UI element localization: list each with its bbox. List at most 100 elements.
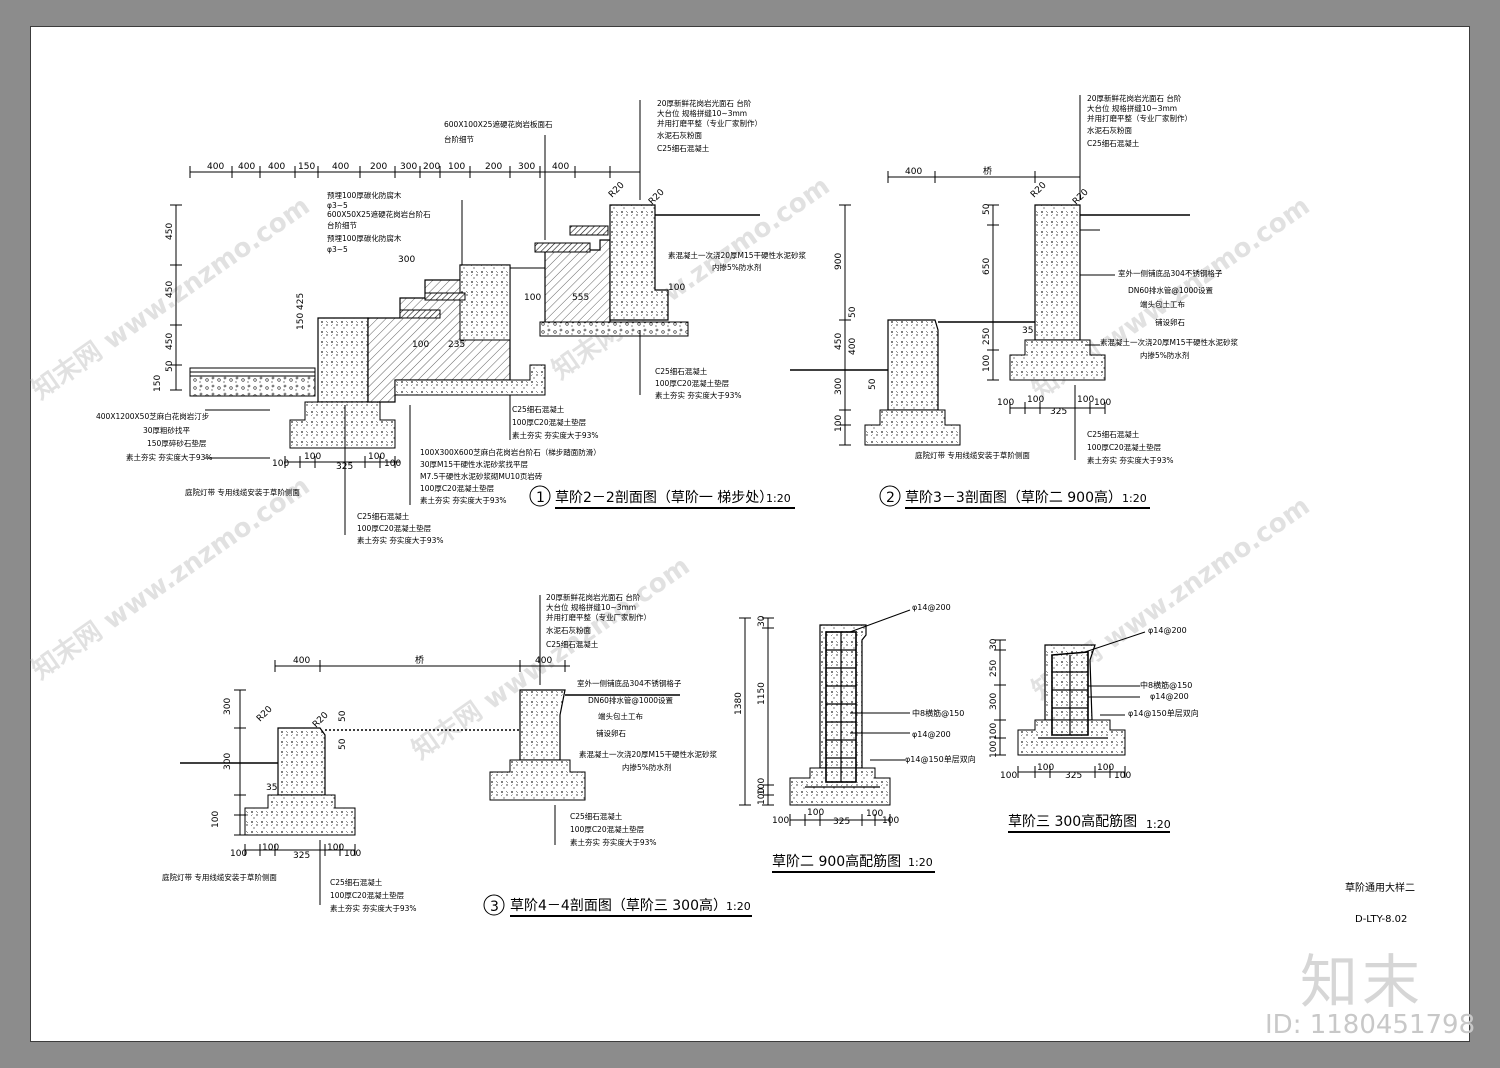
dim-label: 300 <box>518 162 535 172</box>
dim-label: 325 <box>833 817 850 827</box>
dim-label: 325 <box>1065 771 1082 781</box>
dim-label: 100 <box>757 778 767 795</box>
dim-label: 100 <box>1077 395 1094 405</box>
dim-label: 100 <box>344 849 361 859</box>
note-text: 内掺5%防水剂 <box>1140 350 1189 360</box>
dim-label: 425 <box>296 293 306 310</box>
dim-label: R20 <box>311 710 331 730</box>
dim-label: 100 <box>1097 763 1114 773</box>
rebar-scale: 1:20 <box>908 856 933 869</box>
dim-label: 100 <box>757 788 767 805</box>
watermark-layer: 知末网 www.znzmo.com 知末网 www.znzmo.com 知末网 … <box>27 171 1316 766</box>
watermark-id: ID: 1180451798 <box>1265 1010 1476 1040</box>
dim-label: 100 <box>807 808 824 818</box>
section-scale: 1:20 <box>1122 492 1147 505</box>
note-text: 600X50X25遮硬花岗岩台阶石 <box>327 209 431 219</box>
dim-label: 100 <box>1037 763 1054 773</box>
note-text: 端头包土工布 <box>598 711 643 721</box>
dim-label: 50 <box>848 306 858 318</box>
section-scale: 1:20 <box>766 492 791 505</box>
note-text: 庭院灯带 专用线缆安装于草阶侧面 <box>185 487 300 497</box>
dim-label: 400 <box>293 656 310 666</box>
note-text: 水泥石灰粉面 <box>657 130 702 140</box>
note-text: C25细石混凝土 <box>1087 429 1140 439</box>
dim-label: 100 <box>1094 398 1111 408</box>
dim-label: 100 <box>384 459 401 469</box>
note-text: C25细石混凝土 <box>512 404 565 414</box>
note-text: 100厚C20混凝土垫层 <box>655 378 730 388</box>
note-text: 30厚M15干硬性水泥砂浆找平层 <box>420 459 529 469</box>
note-text: 100厚C20混凝土垫层 <box>512 417 587 427</box>
note-text: C25细石混凝土 <box>570 811 623 821</box>
watermark-text: 知末网 www.znzmo.com <box>27 471 316 686</box>
note-text: DN60排水管@1000设置 <box>1128 285 1214 295</box>
dim-label: 100 <box>668 283 685 293</box>
dim-label: 100 <box>772 816 789 826</box>
dim-label: 1150 <box>757 682 767 705</box>
drawing-sheet <box>30 26 1470 1042</box>
note-text: 素土夯实 夯实度大于93% <box>126 452 213 462</box>
note-text: 素土夯实 夯实度大于93% <box>512 430 599 440</box>
dim-label: 150 <box>296 313 306 330</box>
note-text: 100厚C20混凝土垫层 <box>357 523 432 533</box>
dim-label: 300 <box>223 698 233 715</box>
note-text: 并用打磨平整（专业厂家制作） <box>657 118 762 128</box>
note-text: 预埋100厚碳化防腐木 <box>327 233 402 243</box>
section-3: 400 桥 400 300 300 100 50 35 50 R20 R20 <box>162 592 752 917</box>
dim-label: 50 <box>338 710 348 722</box>
dim-label: 100 <box>230 849 247 859</box>
dim-label: 150 <box>153 375 163 392</box>
note-text: C25细石混凝土 <box>657 143 710 153</box>
dim-label: 200 <box>485 162 502 172</box>
note-text: 30厚粗砂找平 <box>143 425 191 435</box>
section-title: 草阶3－3剖面图（草阶二 900高） <box>905 489 1122 506</box>
dim-label: 400 <box>905 167 922 177</box>
dim-ticks <box>189 166 641 178</box>
dim-label: 100 <box>448 162 465 172</box>
dim-label: 650 <box>982 258 992 275</box>
note-text: 台阶细节 <box>444 134 474 144</box>
dim-label: 400 <box>552 162 569 172</box>
dim-label: 100 <box>1027 395 1044 405</box>
dim-label: 555 <box>572 293 589 303</box>
note-text: 素混凝土一次浇20厚M15干硬性水泥砂浆 <box>579 749 718 759</box>
note-text: 水泥石灰粉面 <box>1087 125 1132 135</box>
dim-label: 450 <box>834 333 844 350</box>
section-number: 2 <box>886 490 895 506</box>
note-text: 内掺5%防水剂 <box>712 262 761 272</box>
dim-label: 235 <box>448 340 465 350</box>
dim-label: 桥 <box>415 654 424 666</box>
note-text: 20厚新鲜花岗岩光面石 台阶 <box>1087 93 1182 103</box>
dim-label: 100 <box>1000 771 1017 781</box>
dim-label: 30 <box>757 615 767 627</box>
dim-label: 150 <box>298 162 315 172</box>
dim-label: 100 <box>882 816 899 826</box>
dim-label: 100 <box>982 355 992 372</box>
dim-label: 100 <box>262 843 279 853</box>
dim-label: 100 <box>327 843 344 853</box>
rebar-title: 草阶三 300高配筋图 <box>1008 813 1137 830</box>
note-text: 并用打磨平整（专业厂家制作） <box>1087 113 1192 123</box>
dim-label: R20 <box>647 187 667 207</box>
section-2: 400 桥 900 450 50 400 300 50 100 50 <box>790 93 1239 509</box>
dim-label: 桥 <box>983 165 992 177</box>
note-text: 素土夯实 夯实度大于93% <box>655 390 742 400</box>
dim-label: 100 <box>412 340 429 350</box>
note-text: 大台位 规格拼缝10~3mm <box>546 602 636 612</box>
note-text: 素土夯实 夯实度大于93% <box>420 495 507 505</box>
note-text: 100厚C20混凝土垫层 <box>330 890 405 900</box>
dim-label: 100 <box>272 459 289 469</box>
note-text: 并用打磨平整（专业厂家制作） <box>546 612 651 622</box>
dim-label: 900 <box>834 253 844 270</box>
dim-label: 100 <box>866 809 883 819</box>
dim-label: 400 <box>207 162 224 172</box>
dim-label: 400 <box>332 162 349 172</box>
note-text: C25细石混凝土 <box>546 639 599 649</box>
rebar-label: φ14@200 <box>1148 626 1187 635</box>
dim-label: R20 <box>1029 180 1049 200</box>
note-text: φ3~5 <box>327 245 348 254</box>
note-text: 端头包土工布 <box>1140 299 1185 309</box>
dim-label: 50 <box>338 738 348 750</box>
dim-label: 300 <box>834 378 844 395</box>
dim-label: R20 <box>607 180 627 200</box>
